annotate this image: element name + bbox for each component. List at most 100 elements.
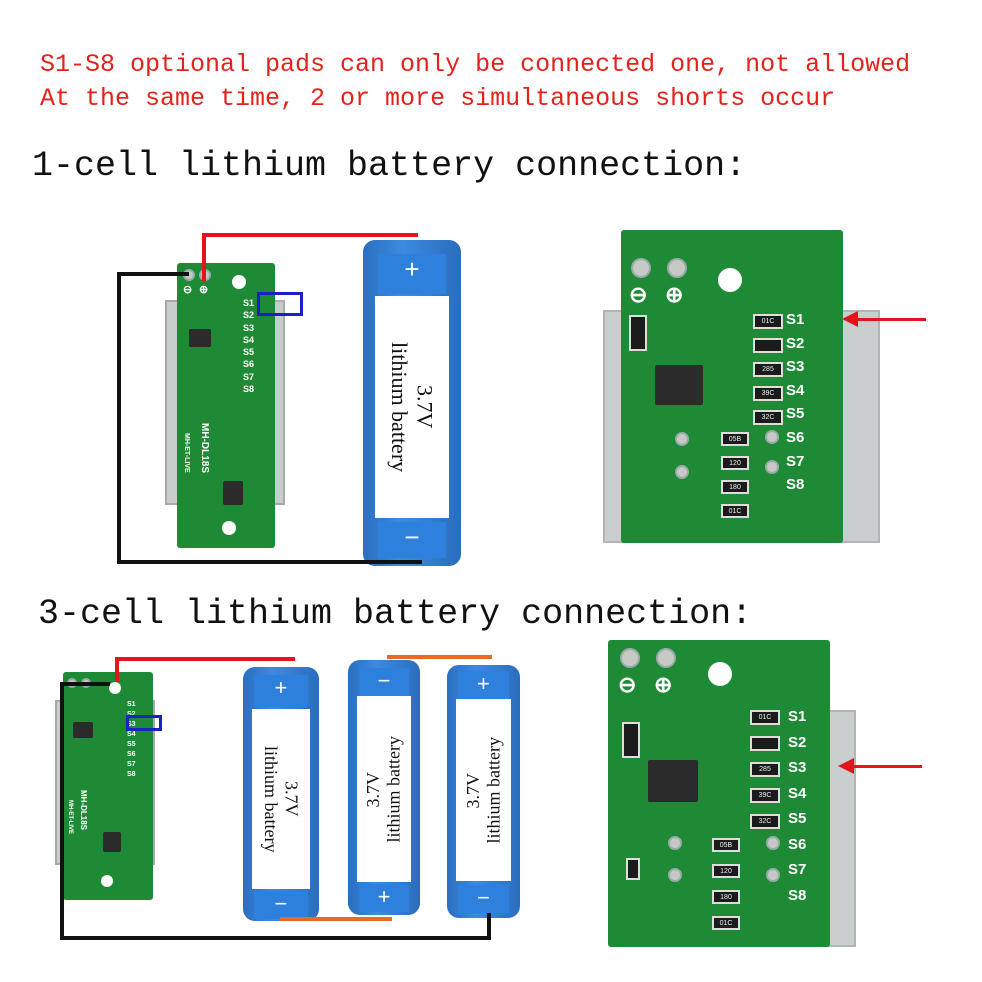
arrow-to-s3-icon xyxy=(838,758,922,774)
wire-segment xyxy=(60,936,490,940)
text: S2 xyxy=(786,334,805,352)
text: S5 xyxy=(243,347,255,358)
resistor-label: 180 xyxy=(712,890,740,904)
wire-segment xyxy=(60,682,64,940)
ic-chip xyxy=(648,760,698,802)
section-1-title: 1-cell lithium battery connection: xyxy=(32,146,747,186)
solder-pad xyxy=(631,258,651,278)
battery-terminal-label: + xyxy=(377,254,447,294)
solder-pad xyxy=(667,258,687,278)
positive-wire xyxy=(115,657,119,682)
mounting-hole xyxy=(222,521,236,535)
text: S7 xyxy=(243,371,255,382)
text: 3.7V xyxy=(363,771,384,807)
resistor-label: 01C xyxy=(750,710,780,725)
solder-pad xyxy=(766,868,780,882)
solder-pad xyxy=(656,648,676,668)
text: 3.7V xyxy=(281,781,302,817)
text: S6 xyxy=(788,835,807,853)
wire-segment xyxy=(117,560,422,564)
solder-pad xyxy=(765,430,779,444)
text: S6 xyxy=(243,359,255,370)
ic-chip xyxy=(189,329,211,347)
pcb-label: ⊕ xyxy=(654,672,673,697)
resistor xyxy=(629,315,647,351)
text: 3.7V xyxy=(462,772,483,808)
text: S6 xyxy=(127,751,136,758)
resistor-label: 05B xyxy=(712,838,740,852)
text: S8 xyxy=(786,476,805,494)
text: S3 xyxy=(788,759,807,776)
ic-chip xyxy=(73,722,93,738)
negative-wire xyxy=(117,272,189,276)
resistor xyxy=(626,858,640,880)
text: S8 xyxy=(243,384,255,395)
text: S1 xyxy=(127,701,136,708)
wire-segment xyxy=(487,913,491,940)
pcb-label: ⊖ xyxy=(629,282,648,307)
solder-pad xyxy=(620,648,640,668)
text: S3 xyxy=(786,358,805,376)
text: lithium battery xyxy=(260,745,281,853)
text: S4 xyxy=(786,381,805,399)
section-2-title: 3-cell lithium battery connection: xyxy=(38,594,753,634)
positive-wire xyxy=(202,233,206,281)
resistor-label: 01C xyxy=(721,504,749,518)
ic-chip xyxy=(223,481,243,505)
mounting-hole xyxy=(718,268,742,292)
text: S3 xyxy=(127,721,136,728)
resistor xyxy=(750,736,780,751)
text: S8 xyxy=(127,771,136,778)
text: S6 xyxy=(786,428,805,446)
text: S2 xyxy=(243,310,255,321)
wire-segment xyxy=(202,233,418,237)
resistor-label: 120 xyxy=(712,864,740,878)
battery-terminal-label: − xyxy=(377,522,447,558)
battery-terminal-label: + xyxy=(457,671,510,701)
selected-pad-highlight xyxy=(257,292,303,316)
resistor-label: 01C xyxy=(753,314,783,329)
series-link xyxy=(387,655,492,659)
resistor xyxy=(753,338,783,353)
resistor xyxy=(622,722,640,758)
pcb-label: MH-ET-LIVE xyxy=(183,433,190,473)
resistor-label: 285 xyxy=(750,762,780,777)
solder-pad xyxy=(675,465,689,479)
text: S1 xyxy=(788,708,807,725)
text: 3.7V xyxy=(412,385,438,429)
resistor-label: 285 xyxy=(753,362,783,377)
battery-terminal-label: + xyxy=(358,884,410,912)
battery-terminal-label: − xyxy=(457,885,510,913)
mounting-hole xyxy=(708,662,732,686)
text: S2 xyxy=(788,733,807,751)
text: lithium battery xyxy=(483,736,504,844)
mounting-hole xyxy=(232,275,246,289)
pcb-label: ⊕ xyxy=(199,284,209,296)
text: S5 xyxy=(786,405,805,423)
pcb-label: ⊖ xyxy=(618,672,637,697)
text: S1 xyxy=(243,298,255,308)
text: S7 xyxy=(786,452,805,470)
arrow-to-s1-icon xyxy=(842,311,926,327)
text: S5 xyxy=(788,810,807,827)
warning-line-1: S1-S8 optional pads can only be connecte… xyxy=(40,50,911,79)
battery-terminal-label: + xyxy=(254,675,308,707)
solder-pad xyxy=(675,432,689,446)
text: S4 xyxy=(788,784,807,802)
display-frame xyxy=(826,710,856,947)
text: S8 xyxy=(788,886,807,904)
solder-pad xyxy=(765,460,779,474)
